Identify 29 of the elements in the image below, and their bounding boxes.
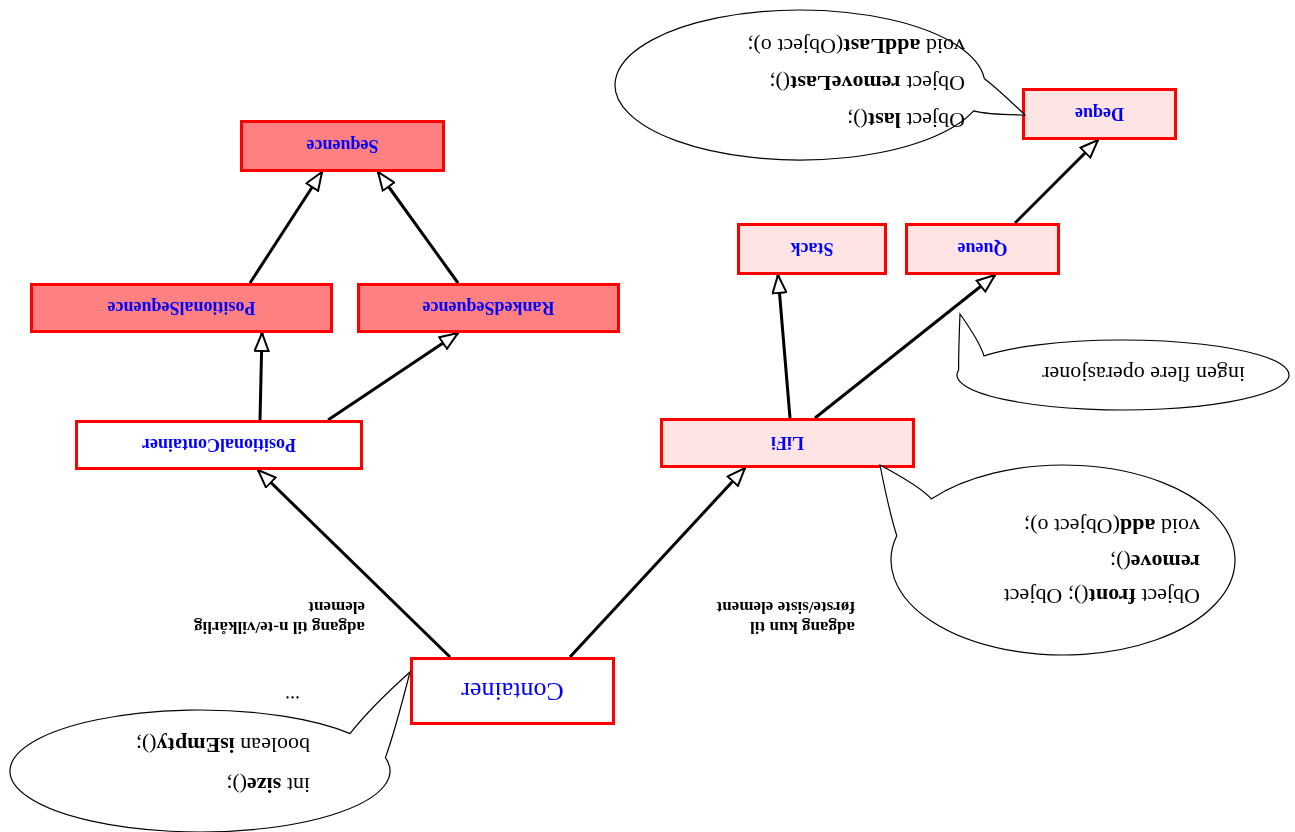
inheritance-arrow [568, 467, 747, 658]
inheritance-arrow [248, 171, 324, 284]
inheritance-arrow [1013, 138, 1100, 225]
inheritance-arrow [814, 273, 996, 420]
inheritance-arrow [256, 468, 452, 659]
inheritance-arrow [771, 274, 792, 419]
code-line: ingen flere operasjoner [1041, 361, 1245, 388]
class-box: Deque [1022, 88, 1177, 140]
class-box: Container [410, 657, 615, 725]
inheritance-arrow [253, 332, 270, 421]
inheritance-arrow [376, 171, 460, 284]
class-box: Sequence [240, 120, 445, 172]
ellipsis-note: ... [285, 691, 300, 714]
class-box: Stack [737, 223, 887, 275]
code-line: int size(); [225, 772, 310, 800]
code-line: Object front(); Object remove(); [1002, 549, 1200, 611]
class-box: RankedSequence [357, 283, 620, 333]
code-line: boolean isEmpty(); [134, 732, 310, 760]
edge-label: adgang kun til første/siste element [715, 597, 855, 637]
code-line: void add(Object o); [1023, 513, 1200, 541]
class-box: Queue [905, 223, 1060, 275]
code-line: Object removeLast(); [768, 70, 965, 98]
edge-label: adgang til n-te/vilkårlig element [193, 597, 365, 637]
inheritance-arrow [327, 331, 459, 422]
class-box: PositionalSequence [30, 283, 333, 333]
code-line: Object last(); [846, 107, 965, 135]
class-box: LiFi [660, 418, 915, 468]
code-line: void addLast(Object o); [746, 33, 965, 61]
class-box: PositionalContainer [75, 420, 363, 470]
